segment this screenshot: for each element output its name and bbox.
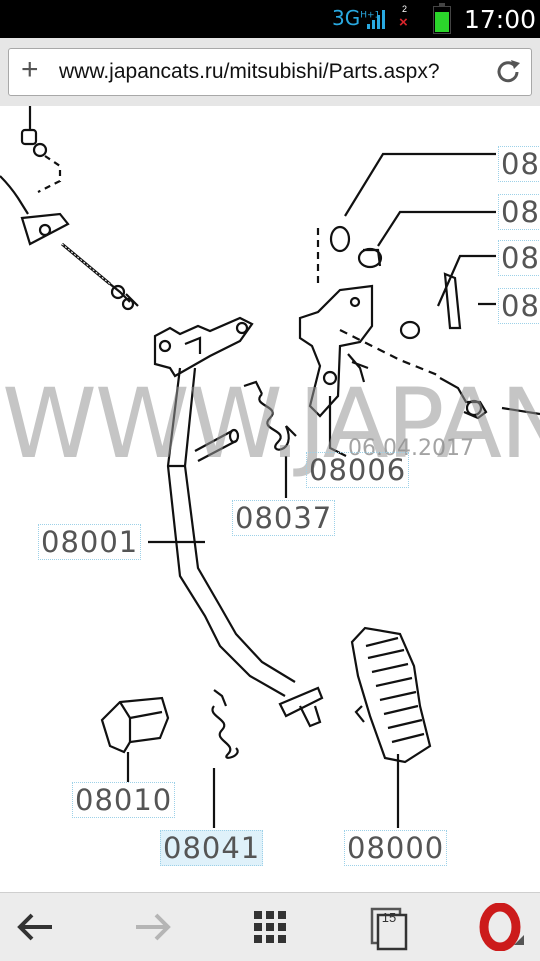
diagram-drawing: [0, 106, 540, 828]
browser-toolbar: + www.japancats.ru/mitsubishi/Parts.aspx…: [0, 38, 540, 107]
clock: 17:00: [464, 5, 537, 34]
tabs-count: 15: [381, 910, 397, 925]
opera-logo-icon[interactable]: [470, 903, 530, 951]
address-bar[interactable]: + www.japancats.ru/mitsubishi/Parts.aspx…: [8, 48, 532, 96]
tabs-icon[interactable]: [358, 903, 418, 951]
network-indicator: 3GH+1: [332, 6, 380, 30]
watermark: WWW.JAPANC: [2, 368, 540, 480]
speed-dial-grid-icon[interactable]: [240, 903, 300, 951]
url-text[interactable]: www.japancats.ru/mitsubishi/Parts.aspx?: [59, 60, 440, 83]
part-label-08-top-2[interactable]: 08: [498, 194, 540, 230]
sim-slot: 2: [402, 4, 408, 14]
part-label-08041[interactable]: 08041: [160, 830, 264, 866]
part-label-08-top-3[interactable]: 08: [498, 240, 540, 276]
signal-bars-icon: [367, 10, 385, 29]
status-bar: 3GH+1 2 × 17:00: [0, 0, 540, 38]
reload-icon[interactable]: [493, 57, 523, 87]
part-label-08-top-1[interactable]: 08: [498, 146, 540, 182]
back-arrow-icon[interactable]: [6, 903, 66, 951]
battery-fill: [435, 12, 449, 32]
part-label-08-top-4[interactable]: 08: [498, 288, 540, 324]
date-stamp: 06.04.2017: [348, 436, 474, 461]
forward-arrow-icon[interactable]: [122, 903, 182, 951]
no-signal-icon: ×: [399, 14, 408, 31]
parts-diagram: WWW.JAPANC 06.04.2017 08 08 08 08 08006 …: [0, 106, 540, 892]
part-label-08006[interactable]: 08006: [306, 452, 410, 488]
part-label-08000[interactable]: 08000: [344, 830, 448, 866]
browser-bottom-bar: [0, 892, 540, 961]
network-sup: H+1: [360, 10, 381, 21]
part-label-08001[interactable]: 08001: [38, 524, 142, 560]
battery-icon: [433, 3, 451, 34]
part-label-08010[interactable]: 08010: [72, 782, 176, 818]
network-type: 3G: [332, 6, 361, 30]
part-label-08037[interactable]: 08037: [232, 500, 336, 536]
plus-icon[interactable]: +: [21, 53, 39, 86]
